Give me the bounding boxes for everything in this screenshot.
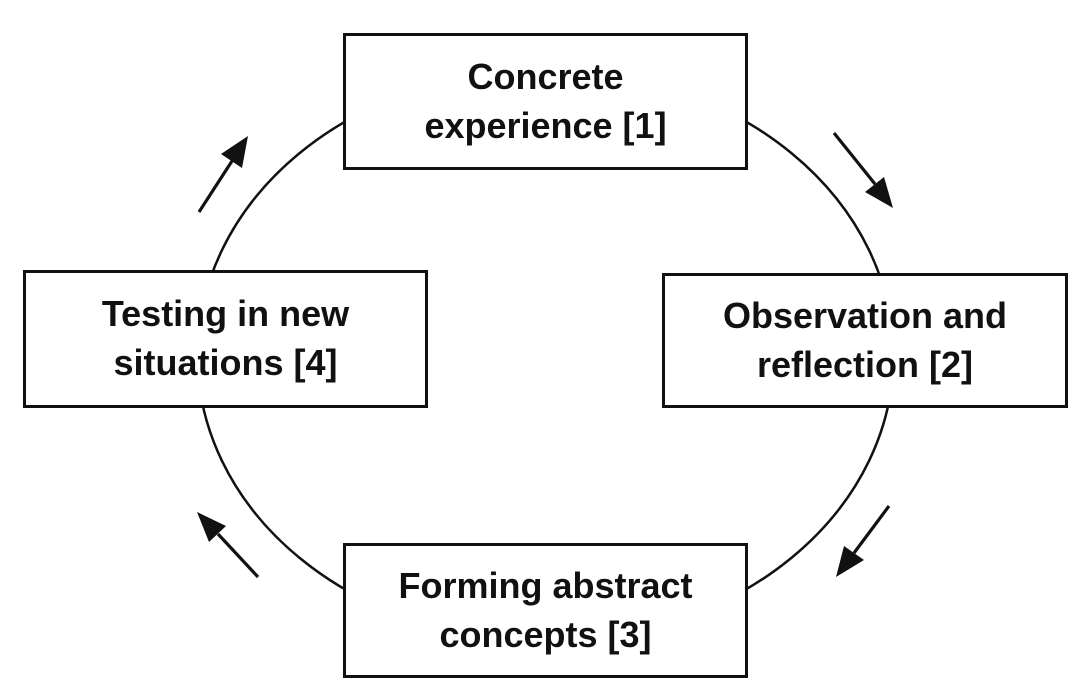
node-label-line: Forming abstract <box>398 564 693 606</box>
node-label-line: Observation and <box>722 294 1008 336</box>
cycle-arrow-top-left-icon <box>197 136 248 213</box>
node-label-line: situations [4] <box>113 342 338 383</box>
node-label-line: Concrete <box>467 55 624 97</box>
node-testing-new-situations: Testing in new situations [4] <box>23 270 428 408</box>
cycle-arrow-bottom-left-icon <box>197 512 260 579</box>
node-forming-abstract-concepts: Forming abstract concepts [3] <box>343 543 748 678</box>
node-observation-reflection: Observation and reflection [2] <box>662 273 1068 408</box>
node-concrete-experience: Concrete experience [1] <box>343 33 748 170</box>
node-label-line: experience [1] <box>424 104 667 146</box>
node-label-line: reflection [2] <box>756 343 974 385</box>
cycle-arrow-bottom-right-icon <box>836 505 891 577</box>
cycle-arrow-top-right-icon <box>832 131 893 208</box>
node-label-line: Testing in new <box>101 293 350 335</box>
node-label-line: concepts [3] <box>439 613 652 655</box>
